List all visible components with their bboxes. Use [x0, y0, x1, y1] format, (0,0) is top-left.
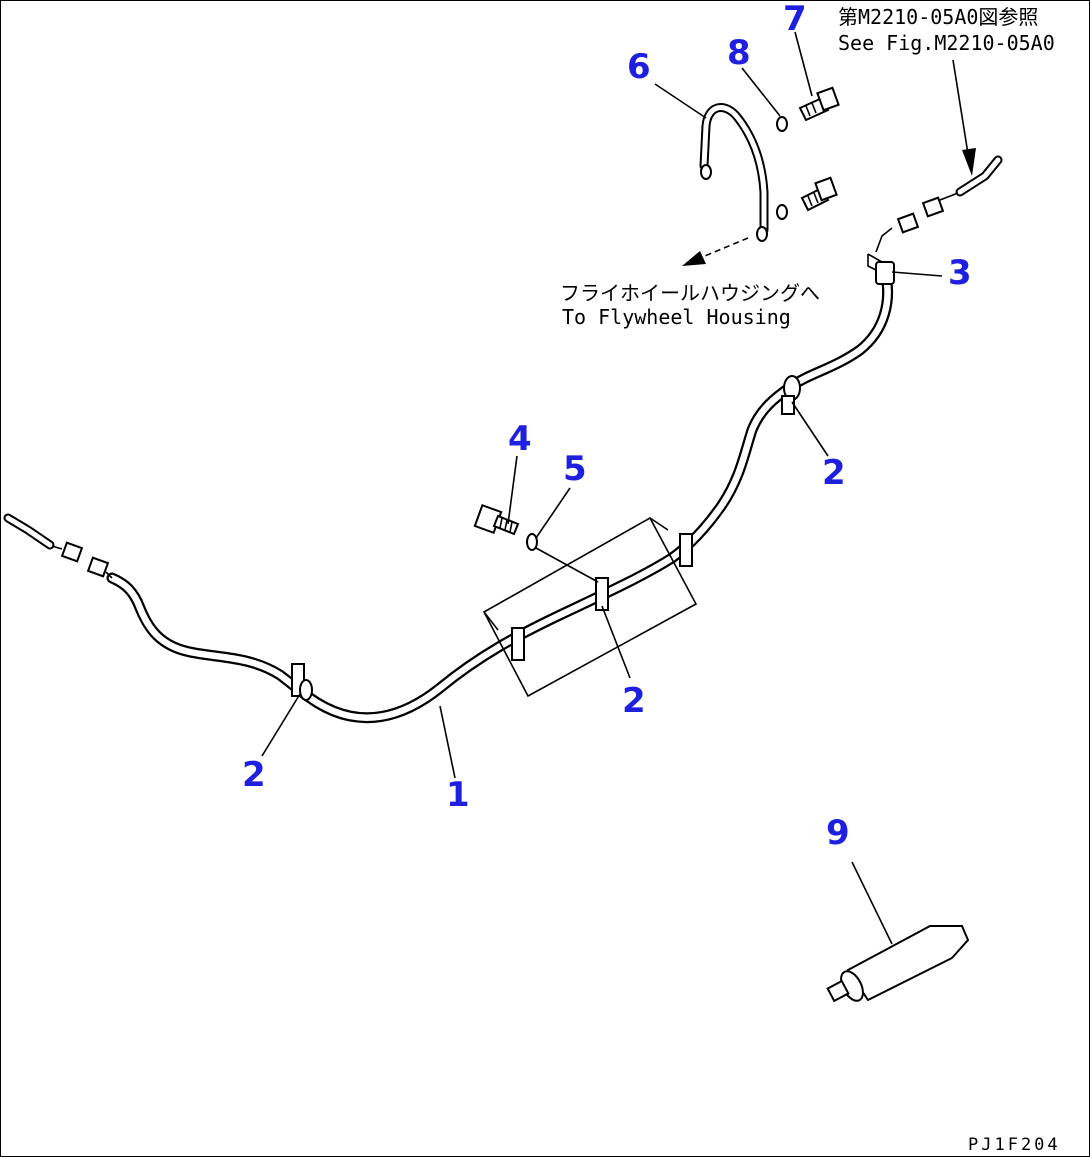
- bolt-7-upper: [798, 86, 840, 122]
- cable-end-left: [3, 513, 113, 579]
- washer-8-lower: [776, 204, 788, 220]
- callout-4: 4: [508, 419, 532, 459]
- callout-7: 7: [783, 0, 807, 39]
- washer-8-upper: [776, 116, 788, 132]
- callout-5: 5: [563, 449, 587, 489]
- see-fig-en-text: See Fig.M2210-05A0: [838, 31, 1055, 55]
- cable-end-right: [875, 155, 1003, 253]
- callout-9: 9: [826, 813, 850, 853]
- callout-2-upper: 2: [822, 453, 846, 493]
- clamp-2-left: [291, 663, 313, 701]
- callout-2-middle: 2: [622, 681, 646, 721]
- see-fig-jp-text: 第M2210-05A0図参照: [838, 5, 1038, 29]
- bolt-7-lower: [800, 176, 838, 212]
- clamp-2-upper: [781, 375, 801, 415]
- sealant-tube-9: [826, 925, 970, 1003]
- flywheel-en-text: To Flywheel Housing: [562, 305, 791, 329]
- washer-5: [526, 533, 599, 583]
- bracket-plate: [482, 516, 698, 698]
- harness-tube: [106, 266, 893, 724]
- reference-arrow: [952, 59, 976, 176]
- flywheel-jp-text: フライホイールハウジングへ: [560, 281, 820, 305]
- clip-3: [867, 253, 895, 285]
- drawing-code: PJ1F204: [968, 1135, 1061, 1155]
- bolt-4: [473, 503, 520, 536]
- callout-3: 3: [948, 253, 972, 293]
- callout-8: 8: [727, 33, 751, 73]
- flywheel-arrow: [682, 237, 749, 266]
- leader-lines: [261, 31, 943, 945]
- ground-strap-6: [699, 103, 769, 242]
- callout-2-left: 2: [242, 755, 266, 795]
- callout-6: 6: [627, 47, 651, 87]
- callout-1: 1: [446, 775, 470, 815]
